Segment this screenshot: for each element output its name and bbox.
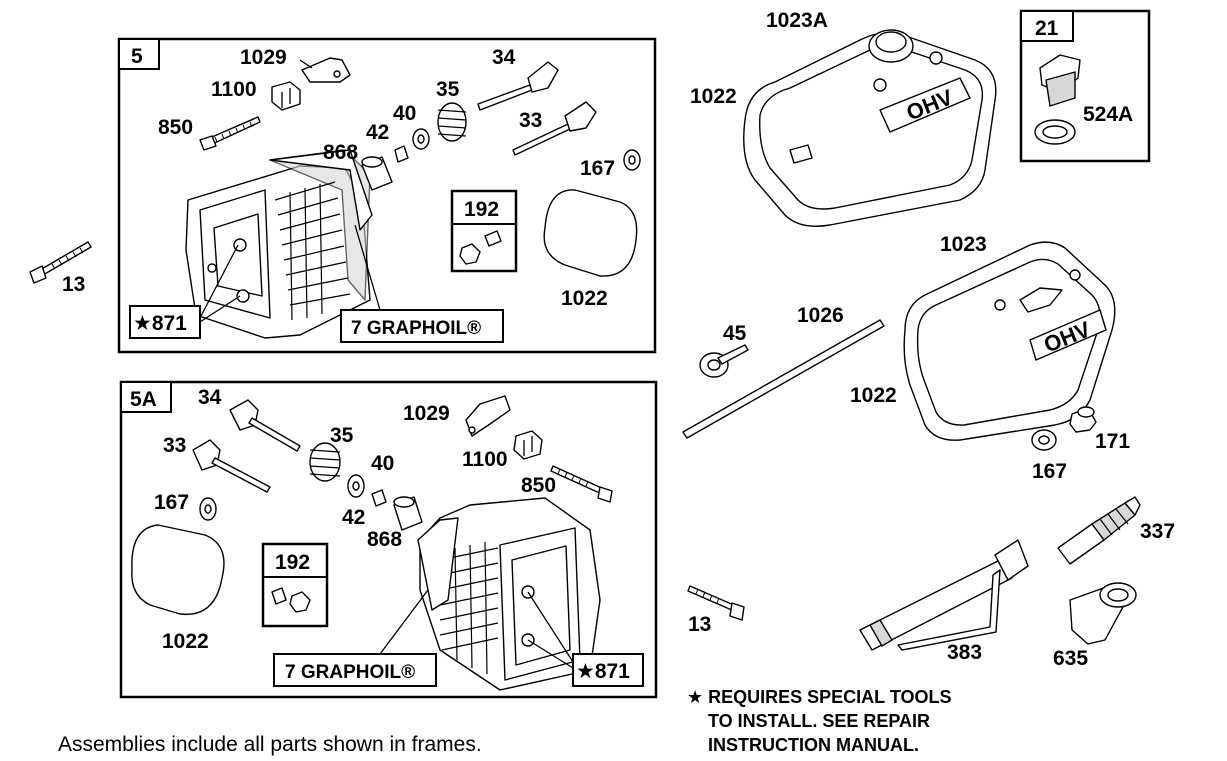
kit-192-b-label: 192 [275, 551, 310, 574]
special-tools-line-1: ★ REQUIRES SPECIAL TOOLS [687, 687, 952, 707]
frame-5a-tag: 5A [130, 388, 157, 411]
star-871-b-box [572, 653, 644, 687]
frame-5-tag-box [118, 38, 160, 70]
gasket-1022-a [543, 189, 638, 277]
label-1022-a: 1022 [561, 287, 608, 310]
frame-21-border [1019, 9, 1151, 163]
label-42-b: 42 [342, 506, 365, 529]
spark-plug-337 [1057, 496, 1141, 565]
rocker-1029-b [465, 395, 511, 437]
part-1100-a [271, 81, 301, 111]
oil-fill-cap-524a [1034, 54, 1081, 145]
label-45: 45 [723, 322, 747, 345]
bolt-13-upper [29, 241, 92, 284]
valve-33-b [192, 439, 271, 493]
frame-5a: 5A [119, 380, 658, 699]
kit-192-a: 192 [450, 189, 518, 273]
frame-5: 5 [117, 37, 657, 354]
bolt-13-lower [687, 585, 745, 621]
graphoil-a-box [340, 309, 504, 343]
label-1100-a: 1100 [211, 78, 257, 101]
label-35-b: 35 [330, 424, 354, 447]
rocker-cover-1023a: OHV [743, 29, 997, 227]
part-1100-b [513, 430, 543, 460]
label-868-a: 868 [323, 141, 358, 164]
seal-868-a [361, 156, 393, 191]
label-524a: 524A [1083, 103, 1133, 126]
seal-868-b [393, 496, 423, 531]
valve-34-b [229, 399, 301, 452]
star-871-b-label: ★871 [576, 660, 630, 683]
label-850-a: 850 [158, 116, 193, 139]
frame-5a-border [119, 380, 658, 699]
stud-850-b [550, 465, 613, 503]
label-34-b: 34 [198, 386, 222, 409]
label-167-right: 167 [1032, 460, 1067, 483]
push-rod-1026 [682, 319, 885, 439]
label-171: 171 [1095, 430, 1130, 453]
label-635: 635 [1053, 647, 1088, 670]
special-tools-line-3: INSTRUCTION MANUAL. [708, 735, 919, 755]
gasket-1022-b [131, 524, 225, 616]
star-871-a-box [129, 305, 201, 339]
label-13-lower: 13 [688, 613, 711, 636]
label-33-b: 33 [163, 434, 186, 457]
graphoil-a-label: 7 GRAPHOIL® [351, 318, 481, 339]
label-1022-b: 1022 [162, 630, 209, 653]
washer-167-right [1031, 429, 1057, 451]
label-868-b: 868 [367, 528, 402, 551]
label-1026: 1026 [797, 304, 844, 327]
label-35-a: 35 [436, 78, 460, 101]
frame-21: 21 524A [1019, 9, 1151, 163]
label-383: 383 [947, 641, 982, 664]
label-850-b: 850 [521, 474, 556, 497]
special-tools-line-2: TO INSTALL. SEE REPAIR [708, 711, 930, 731]
star-871-a-label: ★871 [133, 312, 187, 335]
label-1029-b: 1029 [403, 402, 450, 425]
label-1023: 1023 [940, 233, 987, 256]
frame-21-tag-box [1020, 10, 1074, 42]
kit-192-b: 192 [261, 542, 329, 628]
frame-5-tag: 5 [131, 45, 143, 68]
spark-plug-wrench-383 [859, 539, 1029, 651]
assemblies-note: Assemblies include all parts shown in fr… [58, 733, 482, 756]
special-tools-note: ★ REQUIRES SPECIAL TOOLS TO INSTALL. SEE… [687, 687, 952, 755]
fitting-171 [1069, 406, 1097, 433]
spark-plug-boot-635 [1069, 582, 1137, 645]
spring-35-b [309, 442, 341, 482]
label-1029-a: 1029 [240, 46, 287, 69]
keeper-42-b [371, 489, 387, 507]
label-337: 337 [1140, 520, 1175, 543]
label-1022-upper: 1022 [690, 85, 737, 108]
label-167-a: 167 [580, 157, 615, 180]
label-167-b: 167 [154, 491, 189, 514]
kit-192-a-label: 192 [464, 198, 499, 221]
cylinder-head-5 [185, 149, 371, 339]
label-1023a: 1023A [766, 9, 828, 32]
valve-33-a [512, 101, 597, 156]
rocker-cover-1023: OHV [903, 241, 1116, 441]
label-1022-lower: 1022 [850, 384, 897, 407]
frame-5-border [117, 37, 657, 354]
label-34-a: 34 [492, 46, 516, 69]
frame-5a-tag-box [120, 381, 172, 413]
label-40-a: 40 [393, 102, 416, 125]
keeper-42-a [394, 145, 409, 163]
breather-45 [699, 344, 749, 378]
label-13-upper: 13 [62, 273, 85, 296]
frame-21-tag: 21 [1035, 17, 1059, 40]
spring-35-a [437, 102, 467, 142]
stud-850-a [199, 116, 261, 151]
label-42-a: 42 [366, 121, 389, 144]
graphoil-b-box [273, 653, 437, 687]
label-40-b: 40 [371, 452, 394, 475]
graphoil-b-label: 7 GRAPHOIL® [285, 662, 415, 683]
rocker-1029-a [301, 57, 351, 83]
label-1100-b: 1100 [462, 448, 508, 471]
valve-34-a [477, 61, 559, 111]
label-33-a: 33 [519, 109, 542, 132]
